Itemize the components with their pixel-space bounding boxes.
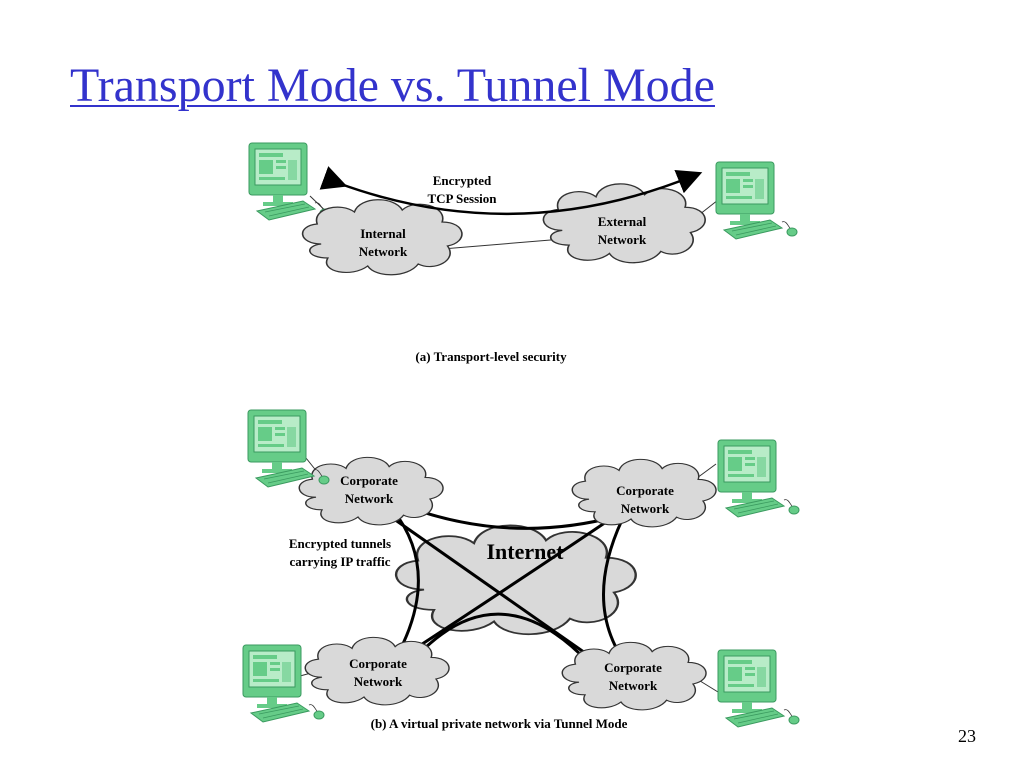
session-label-line2: TCP Session	[428, 191, 498, 206]
corporate-tr-label-line2: Network	[621, 501, 670, 516]
tunnel-diagram: Corporate Network Corporate Network Corp…	[242, 409, 800, 731]
external-network-label-line2: Network	[598, 232, 647, 247]
corporate-bl-label-line1: Corporate	[349, 656, 407, 671]
transport-caption: (a) Transport-level security	[415, 349, 567, 364]
tunnel-bl-br	[416, 612, 590, 664]
tunnels-label-line2: carrying IP traffic	[289, 554, 390, 569]
transport-diagram: Encrypted TCP Session Internal Network E…	[248, 142, 798, 364]
corporate-network-cloud-br	[561, 641, 707, 711]
tunnel-tr-br	[602, 519, 624, 659]
session-label-line1: Encrypted	[433, 173, 492, 188]
encrypted-tunnels	[383, 504, 624, 664]
internal-network-label-line1: Internal	[360, 226, 406, 241]
internet-label: Internet	[487, 539, 565, 564]
desktop-computer-icon	[715, 161, 798, 240]
internal-network-label-line2: Network	[359, 244, 408, 259]
tunnel-tl-tr	[404, 504, 619, 530]
corporate-tl-label-line2: Network	[345, 491, 394, 506]
slide-number: 23	[958, 726, 976, 746]
corporate-tr-label-line1: Corporate	[616, 483, 674, 498]
desktop-computer-icon	[717, 439, 800, 518]
slide-title: Transport Mode vs. Tunnel Mode	[70, 59, 715, 112]
corporate-network-cloud-bl	[304, 636, 450, 706]
encrypted-session-arrow	[319, 166, 703, 216]
tunnel-caption: (b) A virtual private network via Tunnel…	[371, 716, 628, 731]
corporate-br-label-line2: Network	[609, 678, 658, 693]
tunnel-tr-bl	[409, 516, 613, 654]
desktop-computer-icon	[248, 142, 331, 221]
desktop-computer-icon	[717, 649, 800, 728]
corporate-br-label-line1: Corporate	[604, 660, 662, 675]
corporate-bl-label-line2: Network	[354, 674, 403, 689]
external-network-label-line1: External	[598, 214, 647, 229]
corporate-tl-label-line1: Corporate	[340, 473, 398, 488]
tunnels-label-line1: Encrypted tunnels	[289, 536, 391, 551]
